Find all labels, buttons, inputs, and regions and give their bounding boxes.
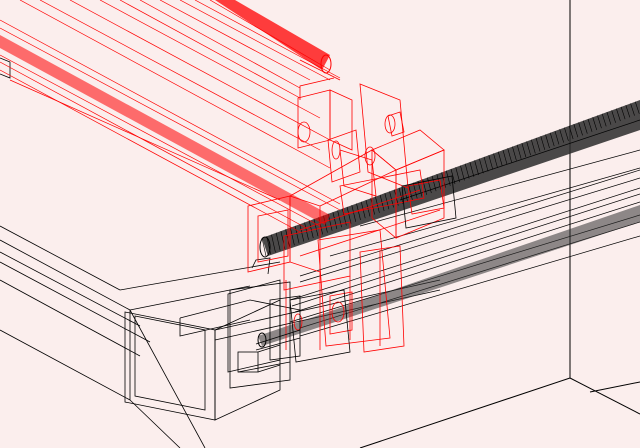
thread-line — [313, 218, 319, 237]
thread-line — [578, 122, 583, 136]
thread-line — [308, 220, 314, 239]
thread-line — [370, 198, 375, 215]
thread-line — [460, 165, 465, 181]
thread-line — [290, 227, 295, 246]
thread-line — [620, 106, 626, 120]
thread-line — [271, 234, 276, 253]
thread-line — [634, 101, 640, 114]
thread-line — [351, 205, 357, 222]
thread-line — [427, 177, 432, 194]
thread-line — [431, 175, 437, 192]
thread-line — [592, 117, 598, 131]
red-bracket-assembly[interactable] — [247, 59, 445, 353]
thread-line — [611, 110, 616, 123]
thread-line — [266, 236, 272, 255]
thread-line — [531, 139, 536, 154]
thread-line — [469, 162, 475, 177]
thread-line — [455, 167, 461, 183]
room-edges — [359, 0, 640, 448]
thread-line — [597, 115, 602, 129]
thread-line — [497, 151, 503, 167]
thread-line — [521, 143, 527, 158]
thread-line — [332, 212, 338, 230]
thread-line — [549, 132, 555, 147]
left-frame-beam[interactable] — [0, 57, 281, 448]
thread-line — [587, 118, 593, 132]
thread-line — [601, 113, 607, 127]
thread-line — [616, 108, 621, 122]
thread-line — [261, 237, 267, 257]
thread-line — [294, 225, 300, 244]
thread-line — [516, 144, 522, 159]
thread-line — [346, 206, 352, 224]
thread-line — [375, 196, 380, 213]
thread-line — [507, 148, 512, 163]
thread-line — [408, 184, 413, 201]
thread-line — [398, 187, 404, 204]
thread-line — [412, 182, 418, 199]
thread-line — [545, 134, 550, 149]
thread-line — [479, 158, 484, 174]
thread-line — [526, 141, 531, 156]
thread-line — [559, 129, 564, 143]
thread-line — [474, 160, 479, 176]
thread-line — [483, 156, 489, 172]
thread-line — [535, 137, 541, 152]
thread-line — [573, 124, 579, 138]
thread-line — [356, 203, 361, 221]
thread-line — [337, 210, 342, 228]
thread-line — [540, 136, 546, 150]
thread-line — [554, 130, 560, 145]
red-rail-profile[interactable] — [0, 0, 341, 233]
thread-line — [625, 105, 631, 118]
thread-line — [568, 125, 574, 140]
thread-line — [299, 224, 305, 242]
thread-line — [606, 111, 612, 125]
thread-line — [630, 103, 635, 116]
thread-line — [488, 155, 494, 170]
black-lower-threaded-rod[interactable] — [257, 205, 640, 348]
thread-line — [275, 232, 281, 251]
thread-line — [512, 146, 517, 161]
thread-line — [403, 186, 409, 203]
thread-line — [502, 149, 508, 165]
thread-line — [564, 127, 569, 141]
thread-line — [493, 153, 498, 168]
thread-line — [365, 199, 371, 217]
thread-line — [583, 120, 588, 134]
black-lower-rail[interactable] — [289, 119, 640, 337]
thread-line — [450, 168, 456, 185]
black-bracket[interactable] — [227, 175, 457, 373]
thread-line — [464, 163, 470, 179]
